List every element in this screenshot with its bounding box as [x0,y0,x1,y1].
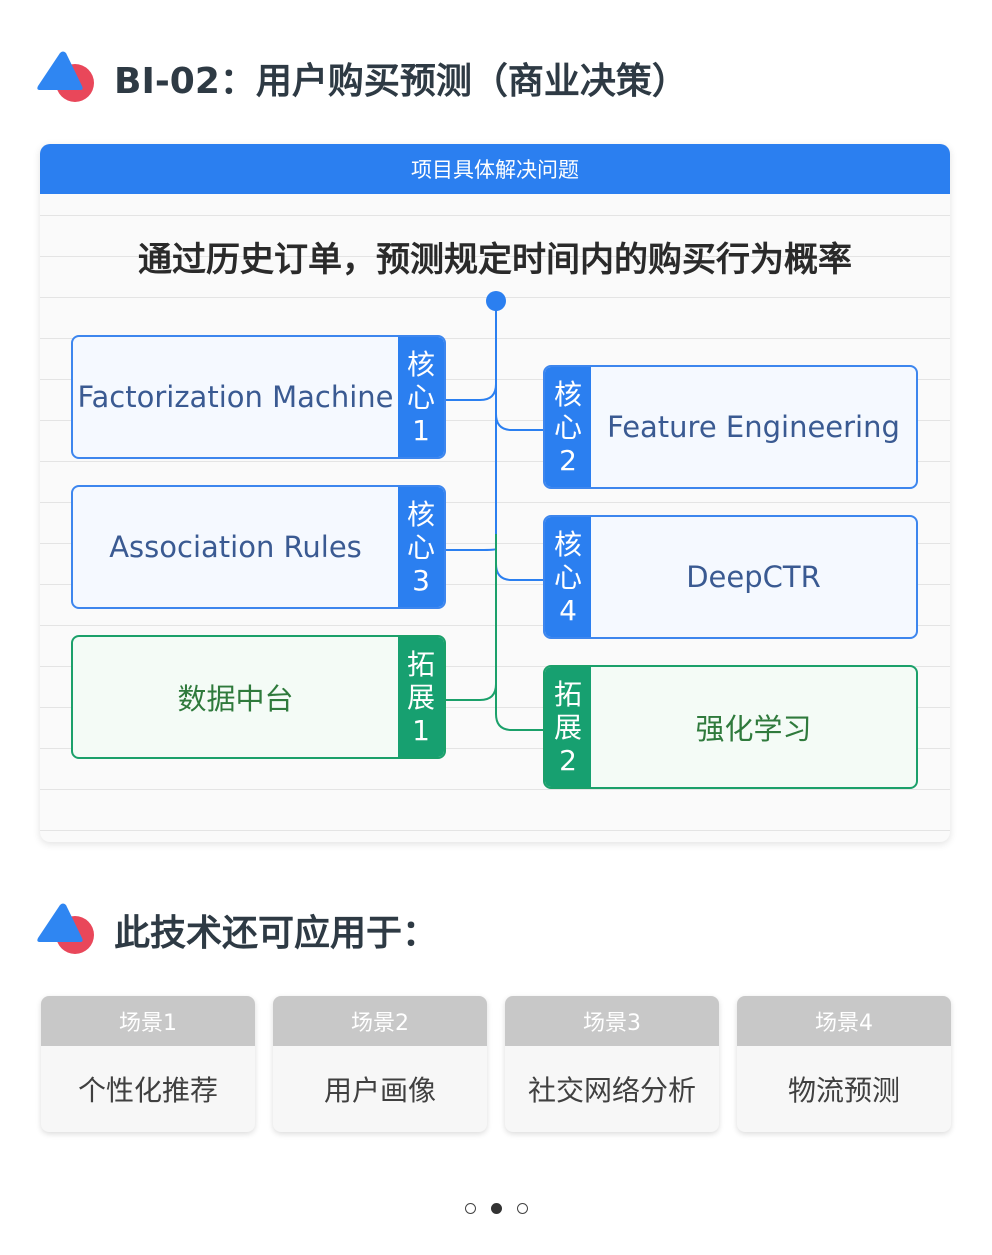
scene-card-3[interactable]: 场景3 社交网络分析 [505,996,719,1132]
mindmap-connectors [445,291,545,731]
scene-card-2[interactable]: 场景2 用户画像 [273,996,487,1132]
tag-char: 1 [412,713,430,747]
node-label: 强化学习 [695,712,812,746]
scene-card-4[interactable]: 场景4 物流预测 [737,996,951,1132]
node-tag: 拓 展 1 [398,637,444,757]
applications-title: 此技术还可应用于： [114,913,439,954]
tag-char: 展 [406,680,435,714]
tag-char: 拓 [553,677,582,711]
node-label: Feature Engineering [607,410,900,444]
problem-statement: 通过历史订单，预测规定时间内的购买行为概率 [138,240,852,280]
node-tag: 核 心 1 [398,337,444,457]
problem-card: 项目具体解决问题 通过历史订单，预测规定时间内的购买行为概率 Factoriza… [40,144,950,842]
tag-char: 核 [406,497,435,531]
node-label: 数据中台 [177,682,294,716]
scene-header: 场景2 [273,996,487,1046]
node-deepctr[interactable]: 核 心 4 DeepCTR [543,515,918,639]
node-association-rules[interactable]: Association Rules 核 心 3 [71,485,446,609]
node-factorization-machine[interactable]: Factorization Machine 核 心 1 [71,335,446,459]
pagination-dots [0,1203,992,1214]
node-tag: 核 心 3 [398,487,444,607]
node-tag: 核 心 4 [545,517,591,637]
tag-char: 心 [406,380,435,414]
triangle-circle-logo-icon [37,903,94,954]
scene-body: 用户画像 [323,1074,436,1107]
scene-body: 个性化推荐 [77,1074,218,1107]
node-label: DeepCTR [686,560,821,594]
tag-char: 3 [412,563,430,597]
page-title: BI-02：用户购买预测（商业决策） [114,61,688,102]
tag-char: 核 [553,377,582,411]
applications-heading: 此技术还可应用于： [36,902,438,958]
page-dot-2[interactable] [490,1203,502,1214]
tag-char: 4 [559,593,577,627]
scene-header: 场景3 [505,996,719,1046]
tag-char: 核 [553,527,582,561]
triangle-circle-logo-icon [37,51,94,102]
scene-header: 场景1 [41,996,255,1046]
scene-body: 社交网络分析 [527,1074,696,1107]
tag-char: 2 [559,443,577,477]
scene-header: 场景4 [737,996,951,1046]
page-dot-3[interactable] [516,1203,528,1214]
tag-char: 心 [406,530,435,564]
tag-char: 心 [553,560,582,594]
node-tag: 核 心 2 [545,367,591,487]
tag-char: 2 [559,743,577,777]
node-feature-engineering[interactable]: 核 心 2 Feature Engineering [543,365,918,489]
tag-char: 核 [406,347,435,381]
node-reinforcement-learning[interactable]: 拓 展 2 强化学习 [543,665,918,789]
tag-char: 展 [553,710,582,744]
node-tag: 拓 展 2 [545,667,591,787]
tag-char: 1 [412,413,430,447]
node-data-middle-platform[interactable]: 数据中台 拓 展 1 [71,635,446,759]
tag-char: 拓 [406,647,435,681]
root-dot [486,291,506,311]
tag-char: 心 [553,410,582,444]
page-dot-1[interactable] [464,1203,476,1214]
node-label: Factorization Machine [77,380,394,414]
scene-body: 物流预测 [787,1074,900,1107]
node-label: Association Rules [109,530,362,564]
scene-card-1[interactable]: 场景1 个性化推荐 [41,996,255,1132]
page-heading: BI-02：用户购买预测（商业决策） [36,50,688,106]
card-header: 项目具体解决问题 [40,144,950,194]
